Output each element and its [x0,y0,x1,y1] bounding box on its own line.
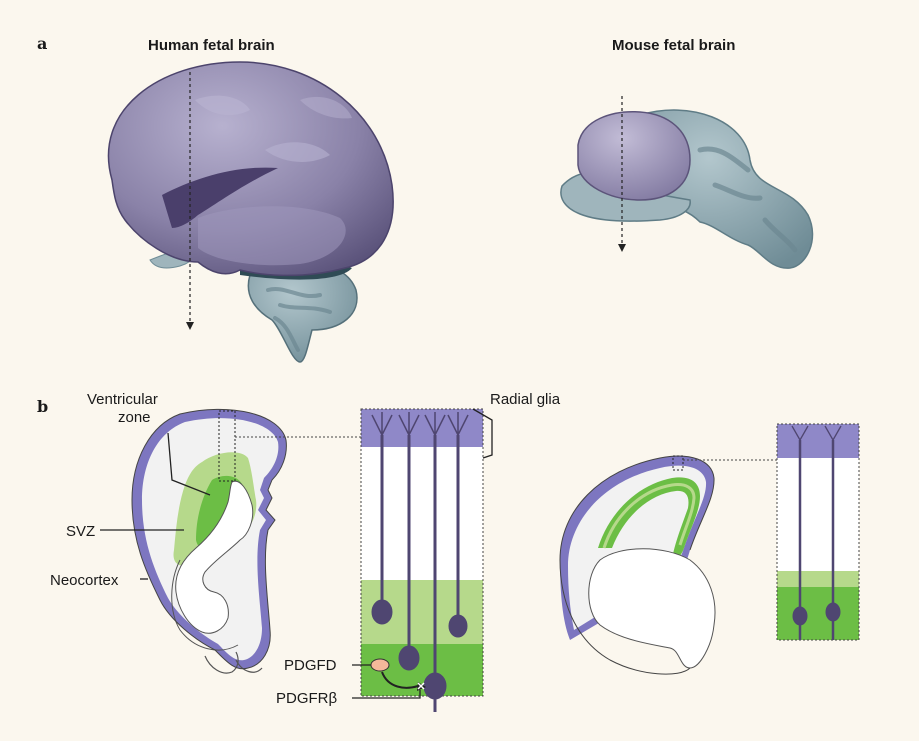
label-pdgfd: PDGFD [284,657,337,674]
pdgfd-ligand [371,659,389,671]
mouse-cerebrum [578,112,690,200]
mouse-brain-title: Mouse fetal brain [612,37,735,54]
human-brain-title: Human fetal brain [148,37,275,54]
label-ventricular-line2: zone [118,409,151,426]
mouse-section-arrow-icon [618,244,626,252]
human-section-arrow-icon [186,322,194,330]
label-radial-glia: Radial glia [490,391,561,408]
human-fetal-brain-illustration [108,62,393,362]
label-ventricular-line1: Ventricular [87,391,158,408]
human-coronal-section [132,409,286,673]
label-svz: SVZ [66,523,95,540]
panel-b-letter: b [37,397,48,416]
label-pdgfrb: PDGFRβ [276,690,338,707]
label-neocortex: Neocortex [50,572,119,589]
panel-a-letter: a [37,34,47,53]
mouse-fetal-brain-illustration [561,96,813,268]
mouse-coronal-section [560,456,715,674]
